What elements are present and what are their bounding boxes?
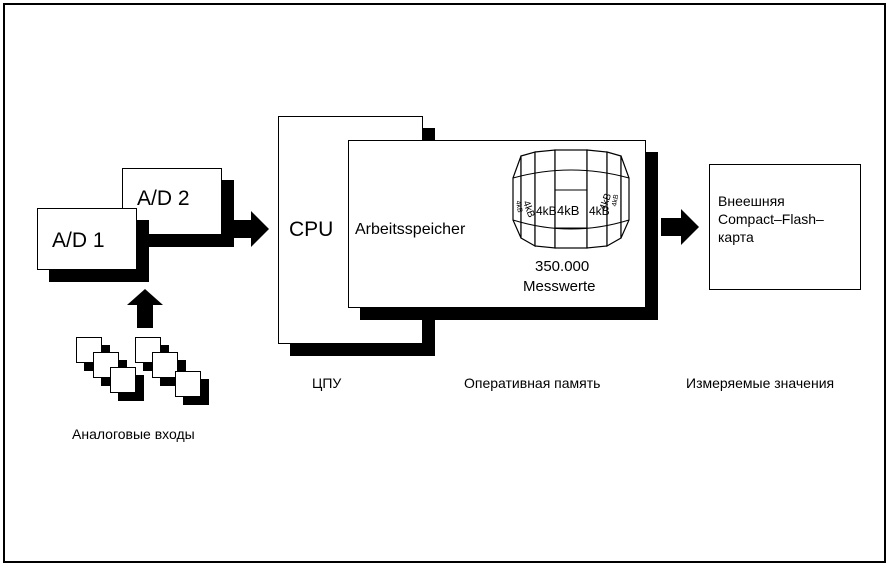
- caption-analog-inputs: Аналоговые входы: [72, 426, 195, 442]
- block-label-5: 4kB: [589, 204, 610, 218]
- right-arrow-icon: [231, 211, 269, 247]
- caption-memory: Оперативная память: [464, 375, 601, 391]
- memory-label: Arbeitsspeicher: [355, 221, 466, 238]
- cf-card-line1: Внеешняя: [718, 193, 785, 209]
- block-label-7: 4kB: [611, 194, 620, 207]
- up-arrow-icon: [127, 289, 163, 328]
- cf-card-line2: Compact–Flash–: [718, 211, 824, 227]
- right-arrow-icon: [661, 209, 699, 245]
- block-label-4: 4kB: [557, 203, 579, 218]
- ad2-label: A/D 2: [137, 187, 190, 210]
- ring-buffer: 4kB 4kB 4kB 4kB 4kB 4kB 4kB: [512, 149, 630, 249]
- caption-values: Измеряемые значения: [686, 375, 835, 391]
- ad1-label: A/D 1: [52, 229, 105, 252]
- cf-card-line3: карта: [718, 229, 754, 245]
- ad1-box: [37, 208, 137, 270]
- count-value: 350.000: [535, 258, 590, 275]
- cf-card-box: [709, 164, 861, 290]
- caption-cpu: ЦПУ: [312, 375, 342, 391]
- cpu-label: CPU: [289, 218, 334, 241]
- block-label-1: 4kB: [514, 200, 523, 213]
- block-label-3: 4kB: [536, 204, 557, 218]
- count-unit: Messwerte: [523, 278, 596, 295]
